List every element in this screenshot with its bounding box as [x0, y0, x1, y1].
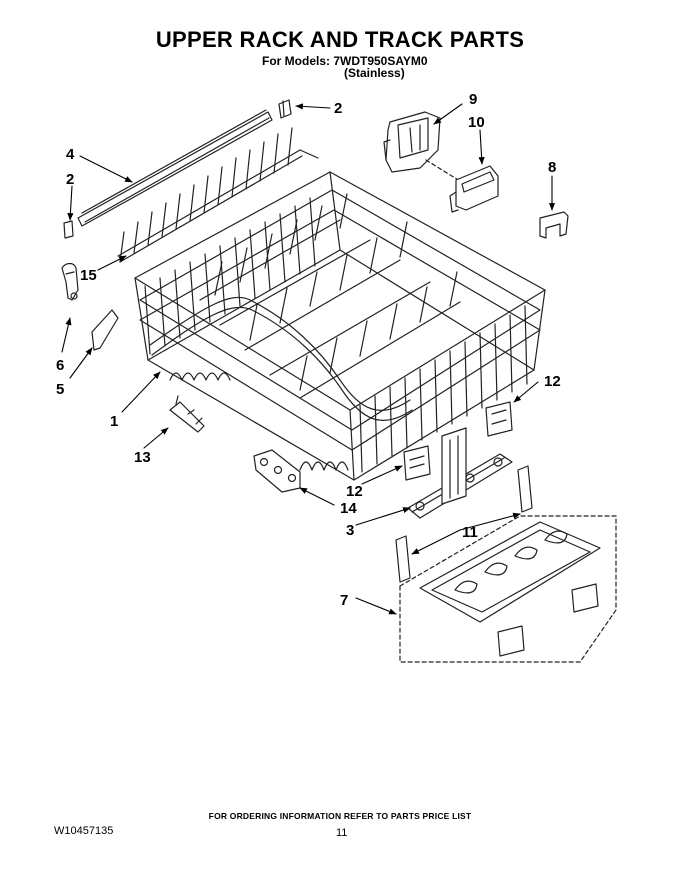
clip-part-12-lower [403, 445, 431, 481]
clip-part-10 [449, 165, 499, 213]
track-part [407, 427, 513, 519]
callout-7: 7 [340, 592, 348, 609]
stop-part-11-left [395, 535, 411, 583]
callout-12-lower: 12 [346, 483, 363, 500]
rail-part [77, 109, 273, 227]
callout-11: 11 [462, 524, 478, 541]
bracket-part-9 [383, 111, 441, 173]
end-cap-left [63, 220, 74, 239]
callout-4: 4 [66, 146, 75, 163]
slide-part-13 [169, 395, 205, 433]
dashed-connector [425, 159, 469, 187]
callout-15: 15 [80, 267, 97, 284]
callout-8: 8 [548, 159, 556, 176]
callout-6: 6 [56, 357, 64, 374]
callout-2-left: 2 [66, 171, 74, 188]
callout-14: 14 [340, 500, 357, 517]
bracket-part-5 [91, 309, 119, 351]
callout-12-upper: 12 [544, 373, 561, 390]
page-title: UPPER RACK AND TRACK PARTS [155, 27, 525, 52]
document-number: W10457135 [54, 825, 114, 837]
stop-part-11-right [517, 465, 533, 513]
ordering-note: FOR ORDERING INFORMATION REFER TO PARTS … [208, 811, 472, 821]
callout-5: 5 [56, 381, 64, 398]
page-number: 11 [336, 827, 348, 839]
callout-9: 9 [469, 91, 477, 108]
callout-13: 13 [134, 449, 151, 466]
variant-line: (Stainless) [344, 66, 405, 80]
end-cap-top [278, 99, 292, 119]
callout-10: 10 [468, 114, 485, 131]
tine-row-part [117, 127, 319, 263]
models-line: For Models: 7WDT950SAYM0 [262, 54, 428, 68]
bracket-part-14 [253, 449, 301, 493]
callout-2-top: 2 [334, 100, 342, 117]
tray-assembly-part-7 [399, 515, 617, 663]
callout-1: 1 [110, 413, 118, 430]
leader-lines [61, 103, 556, 615]
clip-part-6 [61, 262, 79, 301]
callout-3: 3 [346, 522, 354, 539]
clip-part-12-upper [485, 401, 513, 437]
clip-part-8 [539, 211, 569, 239]
rack-part [134, 171, 546, 481]
